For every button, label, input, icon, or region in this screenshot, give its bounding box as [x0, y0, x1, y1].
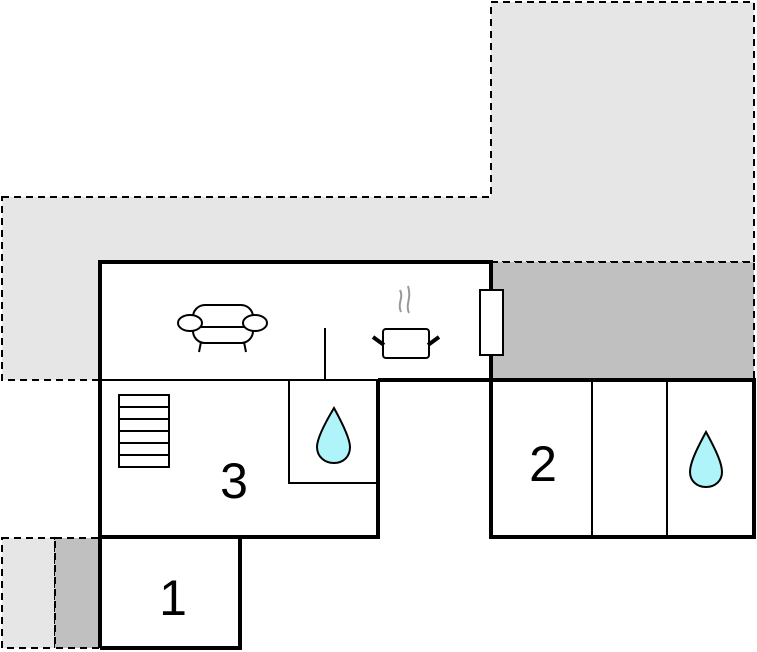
covered-area	[490, 261, 755, 381]
window-icon	[479, 289, 504, 356]
cooking-pot-icon	[371, 285, 441, 359]
covered-area-small	[54, 537, 101, 649]
water-drop-icon	[688, 429, 724, 489]
room-label-1: 1	[159, 570, 187, 626]
room-label-3: 3	[220, 453, 248, 509]
stairs-icon	[118, 394, 170, 468]
room-label-2: 2	[529, 436, 557, 492]
terrace-area-small	[1, 537, 56, 649]
water-drop-icon	[315, 405, 352, 465]
sofa-icon	[177, 304, 268, 353]
